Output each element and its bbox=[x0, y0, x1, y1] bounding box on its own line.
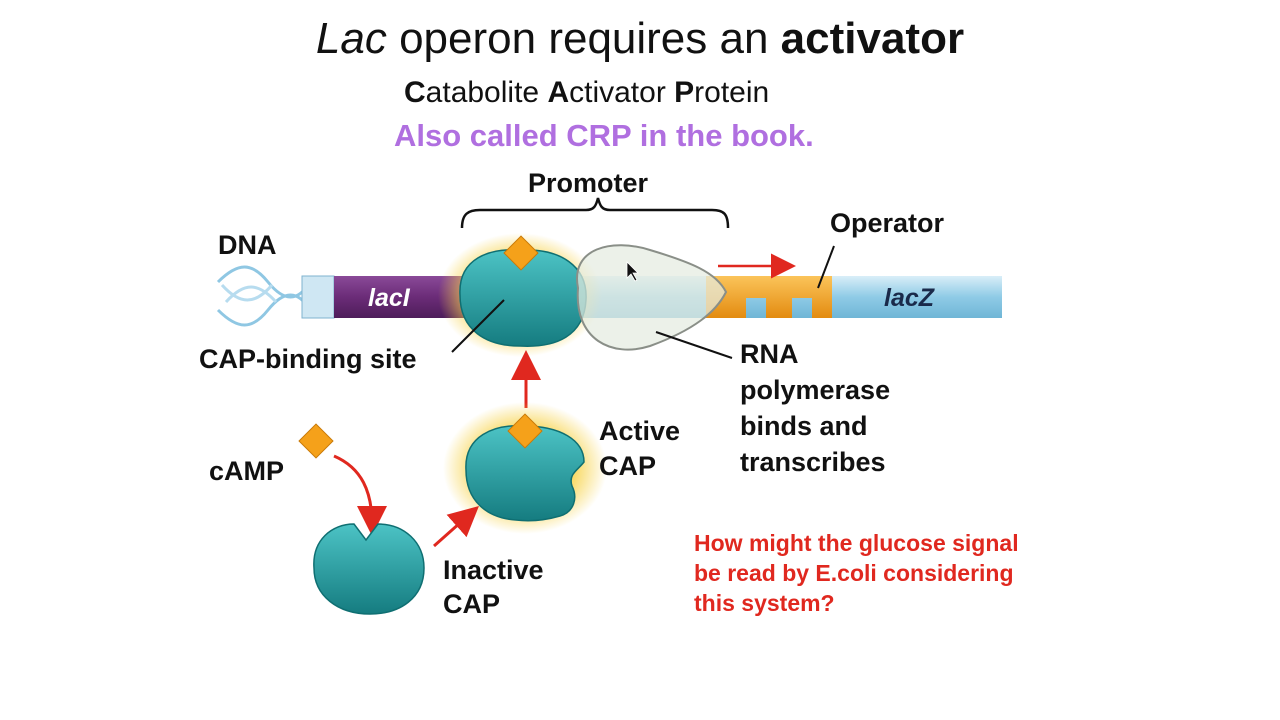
operator-segment bbox=[706, 276, 832, 318]
subtitle-rotein: rotein bbox=[694, 76, 770, 109]
active-camp-icon bbox=[507, 413, 543, 449]
subtitle-p: P bbox=[674, 76, 695, 109]
slide-title: Lac operon requires an activator bbox=[0, 14, 1280, 64]
title-activator: activator bbox=[780, 14, 965, 63]
inactive-cap bbox=[313, 523, 425, 615]
inactive-cap-label-line-1: Inactive bbox=[443, 555, 544, 585]
subtitle-c: C bbox=[404, 76, 426, 109]
inactive-cap-label-line-2: CAP bbox=[443, 589, 501, 619]
slide-subtitle: Catabolite Activator Protein bbox=[404, 76, 769, 110]
crp-note: Also called CRP in the book. bbox=[394, 118, 814, 153]
operator-label: Operator bbox=[830, 208, 945, 238]
rnap-label-line-1: RNA bbox=[740, 339, 799, 369]
title-lac: Lac bbox=[315, 14, 387, 63]
discussion-question: How might the glucose signal be read by … bbox=[694, 530, 1019, 616]
title-middle: operon requires an bbox=[386, 14, 781, 63]
activation-arrow bbox=[433, 506, 479, 548]
promoter-label: Promoter bbox=[528, 168, 649, 198]
lacz-gene bbox=[832, 276, 1002, 318]
camp-label: cAMP bbox=[209, 456, 285, 486]
rnap-label-line-4: transcribes bbox=[740, 447, 886, 477]
active-cap-label-line-2: CAP bbox=[599, 451, 657, 481]
lacz-label: lacZ bbox=[884, 284, 936, 312]
free-camp-icon bbox=[298, 423, 334, 459]
bound-camp-icon bbox=[503, 235, 539, 271]
laci-label: lacI bbox=[368, 284, 411, 312]
mouse-cursor-icon bbox=[626, 261, 639, 282]
rnap-leader-line bbox=[655, 331, 733, 359]
subtitle-a: A bbox=[547, 76, 570, 109]
rna-polymerase bbox=[576, 244, 728, 351]
camp-binding-arrow bbox=[333, 454, 387, 536]
promoter-bracket bbox=[460, 197, 730, 229]
active-cap-label-line-1: Active bbox=[599, 416, 681, 446]
rnap-label-line-3: binds and bbox=[740, 411, 868, 441]
subtitle-ctivator: ctivator bbox=[569, 76, 675, 109]
dna-helix-icon bbox=[216, 265, 312, 327]
cap-site-leader-line bbox=[451, 299, 505, 353]
cap-binding-site-label: CAP-binding site bbox=[199, 344, 417, 374]
subtitle-atabolite: atabolite bbox=[425, 76, 548, 109]
dna-end-segment bbox=[301, 275, 335, 319]
dna-label: DNA bbox=[218, 230, 277, 260]
operator-leader-line bbox=[817, 245, 835, 289]
rnap-label-line-2: polymerase bbox=[740, 375, 891, 405]
